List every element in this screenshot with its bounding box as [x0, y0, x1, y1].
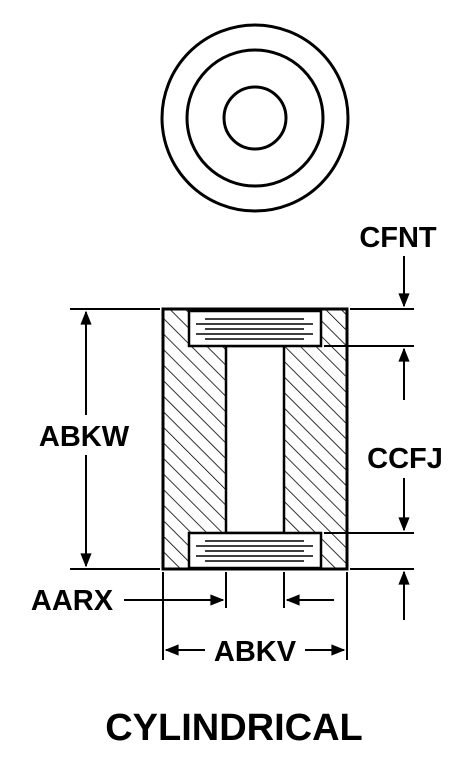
center-bore	[224, 344, 286, 535]
outer-circle	[160, 23, 350, 213]
bottom-thread-lines	[196, 540, 313, 562]
top-view	[160, 23, 350, 213]
body-outline	[161, 307, 349, 571]
extension-lines	[70, 308, 414, 660]
top-thread-lines	[196, 318, 313, 340]
label-abkw: ABKW	[39, 421, 130, 453]
section-view	[161, 307, 349, 571]
inner-circle	[222, 85, 288, 151]
label-abkv: ABKV	[214, 636, 297, 668]
middle-circle	[185, 48, 325, 188]
label-cfnt: CFNT	[359, 222, 437, 254]
diagram-title: CYLINDRICAL	[105, 707, 363, 749]
dimension-lines	[80, 256, 410, 656]
label-ccfj: CCFJ	[367, 443, 443, 475]
labels: CFNT ABKW CCFJ AARX ABKV CYLINDRICAL	[31, 222, 443, 749]
label-aarx: AARX	[31, 585, 114, 617]
